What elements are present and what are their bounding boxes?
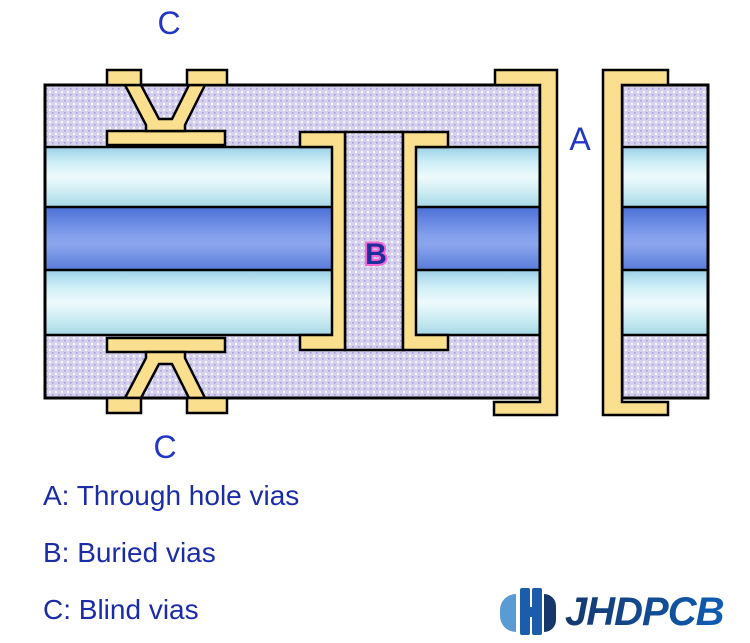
through-via-left-wall — [492, 68, 559, 417]
blind-via-top-inner-pad — [105, 129, 227, 147]
blind-via-top-shape — [105, 68, 229, 147]
legend-item-blind-vias: C: Blind vias — [43, 594, 199, 625]
blind-via-bottom-inner-pad — [105, 336, 227, 354]
logo-crescent-shape — [500, 594, 516, 632]
logo-half-disc-shape — [544, 594, 556, 632]
via-legend: A: Through hole vias B: Buried vias C: B… — [43, 479, 299, 643]
core-layer-middle — [45, 207, 540, 270]
dielectric-layer-upper — [45, 147, 540, 207]
label-blind-via-top: C — [157, 5, 180, 41]
dielectric-layer-lower — [45, 270, 540, 335]
label-blind-via-bottom: C — [153, 429, 176, 465]
logo-h-right-bar — [532, 588, 542, 635]
label-through-via: A — [569, 121, 591, 157]
logo-h-left-bar — [520, 588, 530, 635]
blind-via-bottom-shape — [105, 336, 229, 415]
buried-via-shape — [298, 130, 450, 352]
jhdpcb-h-circle-icon — [498, 587, 556, 637]
dielectric-layer-lower-right — [622, 270, 708, 335]
blind-via-top-right-pad — [185, 68, 229, 87]
blind-via-bottom-left-pad — [105, 396, 143, 415]
legend-item-through-hole-vias: A: Through hole vias — [43, 480, 300, 511]
blind-via-bottom-right-pad — [185, 396, 229, 415]
pcb-cross-section-diagram: C A B C — [43, 5, 710, 465]
blind-via-top-left-pad — [105, 68, 143, 87]
label-buried-via: B — [365, 238, 387, 271]
buried-via-fill-column — [343, 130, 405, 352]
pcb-right-board — [620, 83, 710, 400]
dielectric-layer-upper-right — [622, 147, 708, 207]
buried-via-left-barrel — [298, 130, 347, 352]
jhdpcb-logo: JHDPCB — [498, 587, 724, 637]
core-layer-middle-right — [622, 207, 708, 270]
buried-via-right-barrel — [401, 130, 450, 352]
jhdpcb-logo-text: JHDPCB — [565, 589, 724, 634]
through-via-right-wall — [601, 68, 670, 417]
legend-item-buried-vias: B: Buried vias — [43, 537, 216, 568]
